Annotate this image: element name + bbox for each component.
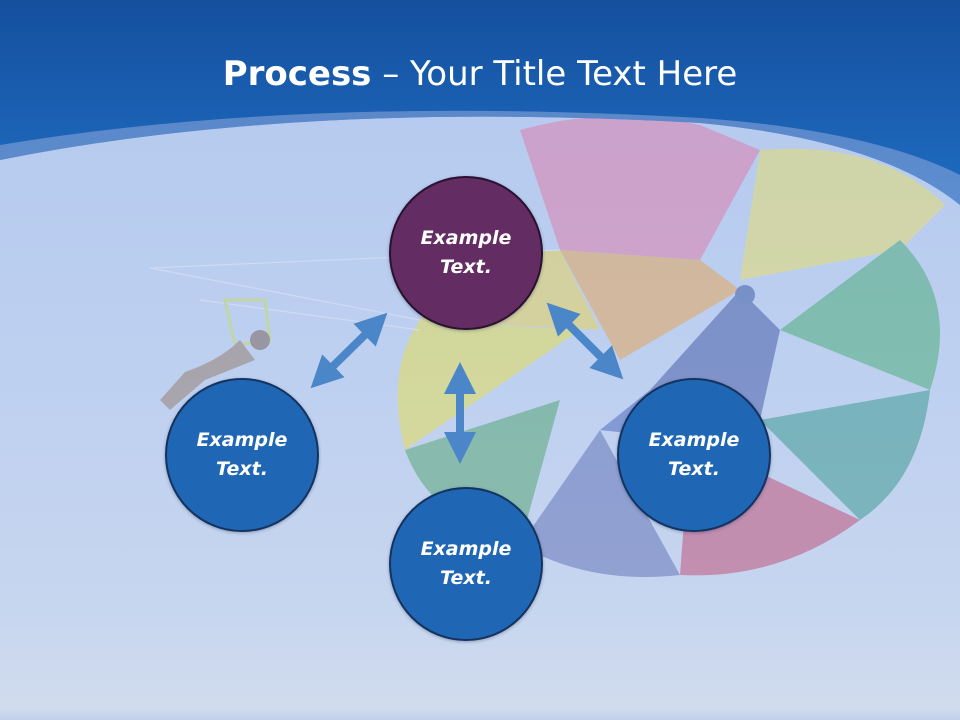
node-label: Example Text. (648, 429, 740, 480)
process-node-top[interactable]: Example Text. (389, 176, 543, 330)
process-node-bottom[interactable]: Example Text. (389, 487, 543, 641)
process-node-right[interactable]: Example Text. (617, 378, 771, 532)
title-bold: Process (222, 54, 372, 94)
header-band (0, 0, 960, 205)
title-light: – Your Title Text Here (371, 54, 738, 94)
node-label: Example Text. (420, 227, 512, 278)
process-node-left[interactable]: Example Text. (165, 378, 319, 532)
node-label: Example Text. (196, 429, 288, 480)
slide-title: Process – Your Title Text Here (0, 52, 960, 96)
node-label: Example Text. (420, 538, 512, 589)
